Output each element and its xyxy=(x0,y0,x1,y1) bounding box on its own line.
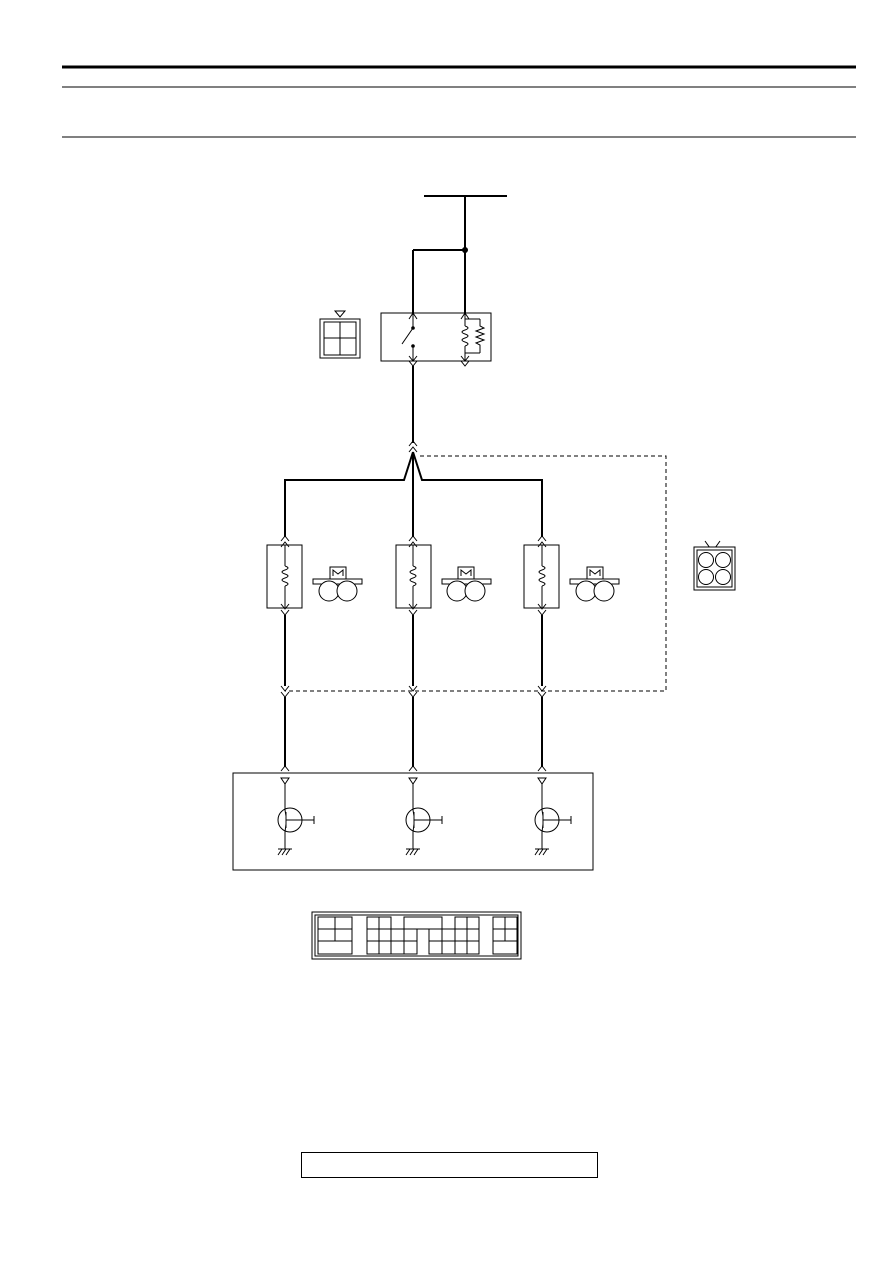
relay-connector-icon xyxy=(319,310,361,359)
power-supply xyxy=(412,195,507,314)
transistor-driver-icon xyxy=(277,777,315,856)
injector-connector-icon xyxy=(569,566,620,602)
injector-3 xyxy=(523,535,620,616)
harness-boundary xyxy=(285,455,667,692)
relay-output xyxy=(408,366,418,453)
control-module xyxy=(232,772,594,871)
relay-switch-blade xyxy=(401,327,414,345)
relay-resistor-icon xyxy=(474,319,486,353)
transistor-driver-icon xyxy=(405,777,443,856)
injector-1 xyxy=(266,535,363,616)
relay xyxy=(380,312,492,367)
footer-box xyxy=(301,1152,598,1178)
transistor-driver-icon xyxy=(534,777,572,856)
branch-wire-1 xyxy=(284,451,414,537)
module-connector-icon xyxy=(311,911,522,960)
injector-connector-icon xyxy=(441,566,492,602)
junction-split xyxy=(284,451,667,692)
relay-box xyxy=(380,312,492,362)
header xyxy=(62,65,856,138)
relay-coil-icon xyxy=(461,325,469,347)
injector-output-wires xyxy=(280,615,547,772)
branch-wire-3 xyxy=(412,451,543,537)
solenoid-coil-icon xyxy=(281,565,289,587)
harness-connector-icon xyxy=(693,540,736,591)
injector-connector-icon xyxy=(312,566,363,602)
solenoid-coil-icon xyxy=(409,565,417,587)
injector-2 xyxy=(395,535,492,616)
solenoid-coil-icon xyxy=(538,565,546,587)
